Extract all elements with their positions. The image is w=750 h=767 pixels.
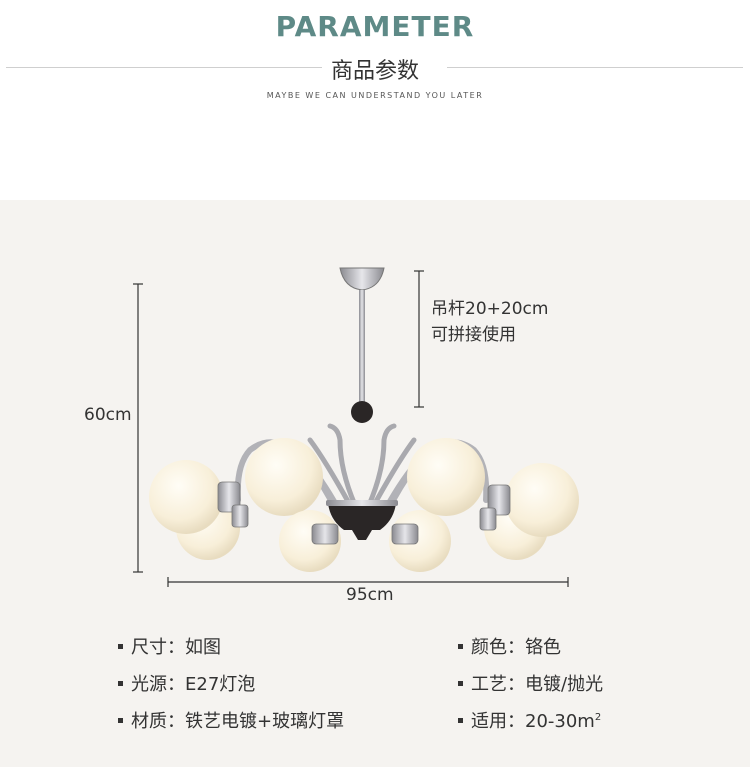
bullet-icon — [458, 717, 463, 723]
bullet-icon — [458, 680, 463, 686]
spec-color: 颜色：铬色 — [458, 633, 561, 659]
spec-material: 材质：铁艺电镀+玻璃灯罩 — [118, 707, 344, 733]
hanging-rod — [359, 290, 365, 402]
page-title: PARAMETER — [275, 10, 475, 43]
bullet-icon — [118, 717, 123, 723]
spec-craft-text: 工艺：电镀/抛光 — [471, 674, 604, 695]
black-ball — [351, 401, 373, 423]
central-body — [328, 503, 396, 530]
spec-light-text: 光源：E27灯泡 — [131, 674, 256, 695]
spec-area: 适用：20-30m2 — [458, 707, 601, 733]
height-label: 60cm — [84, 405, 132, 425]
width-label: 95cm — [346, 585, 394, 605]
spec-color-text: 颜色：铬色 — [471, 637, 561, 658]
bullet-icon — [118, 680, 123, 686]
glass-shades — [149, 438, 579, 572]
divider-left — [6, 67, 322, 68]
spec-light: 光源：E27灯泡 — [118, 670, 255, 696]
spec-size: 尺寸：如图 — [118, 633, 221, 659]
divider-right — [447, 67, 743, 68]
height-dimension-line — [133, 283, 143, 573]
central-arms — [307, 423, 417, 508]
spec-craft: 工艺：电镀/抛光 — [458, 670, 603, 696]
rod-note-label: 可拼接使用 — [431, 325, 516, 345]
bullet-icon — [118, 643, 123, 649]
rod-dimension-line — [414, 270, 424, 408]
spec-size-text: 尺寸：如图 — [131, 637, 221, 658]
spec-material-text: 材质：铁艺电镀+玻璃灯罩 — [131, 711, 345, 732]
bullet-icon — [458, 643, 463, 649]
spec-area-superscript: 2 — [594, 712, 602, 723]
lamp-holders — [217, 481, 511, 545]
tagline: MAYBE WE CAN UNDERSTAND YOU LATER — [266, 91, 484, 100]
spec-area-text: 适用：20-30m — [471, 711, 595, 732]
header: PARAMETER 商品参数 MAYBE WE CAN UNDERSTAND Y… — [0, 0, 750, 200]
page-subtitle: 商品参数 — [330, 59, 419, 84]
ceiling-canopy — [339, 267, 385, 291]
rod-length-label: 吊杆20+20cm — [431, 299, 549, 319]
width-dimension-line — [167, 577, 569, 587]
